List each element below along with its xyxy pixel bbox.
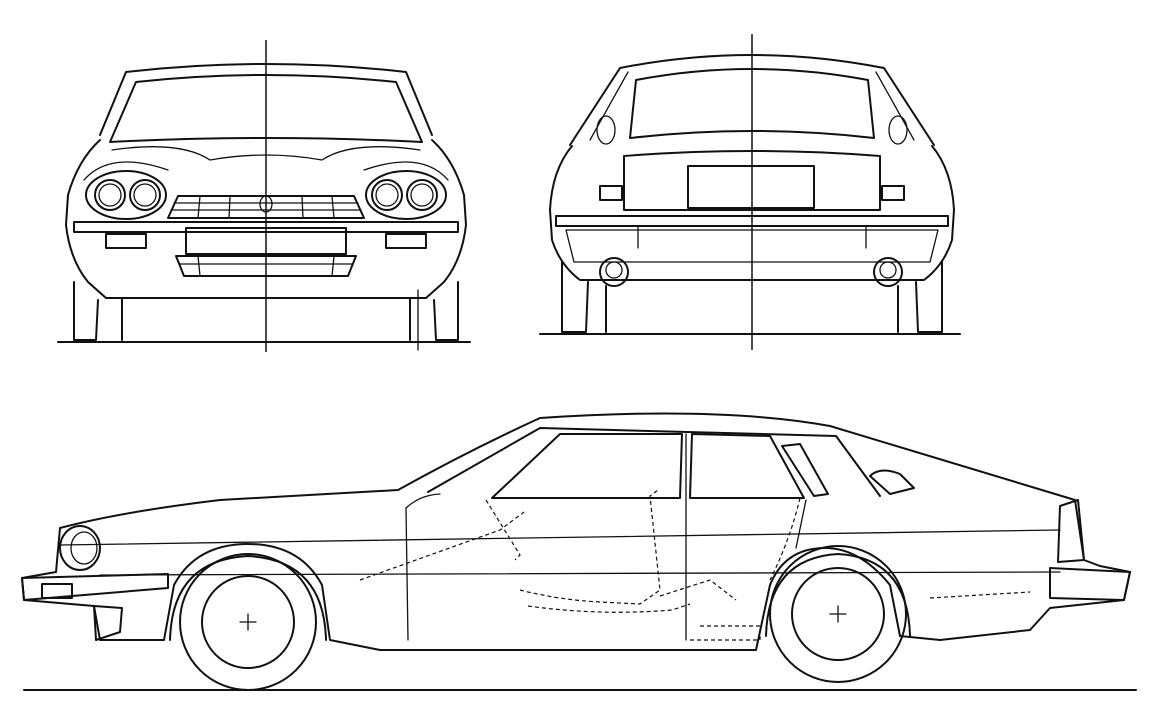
side-rear-light (1057, 499, 1085, 563)
rear-exhausts (599, 257, 903, 287)
side-body-outline (21, 412, 1131, 651)
front-fender-right (363, 161, 449, 181)
side-view (21, 412, 1137, 691)
rear-lamp-left (599, 185, 623, 201)
rear-buttress-right (875, 71, 915, 141)
side-rear-wheel (765, 545, 911, 683)
front-indicator-left (105, 233, 147, 249)
front-headlights-left (85, 170, 167, 220)
side-fuel-flap (869, 469, 915, 495)
front-hood-lines (111, 146, 421, 161)
front-indicator-right (385, 233, 427, 249)
rear-view (539, 34, 961, 350)
front-fender-left (83, 161, 169, 181)
rear-roof-outline (569, 54, 935, 146)
side-front-bumper (21, 573, 169, 601)
rear-side-window-left (596, 115, 616, 145)
front-view (57, 40, 471, 352)
front-lower-intake (175, 255, 357, 277)
side-greenhouse (427, 427, 881, 497)
rear-body-outline (549, 145, 955, 281)
rear-valance (565, 229, 939, 263)
rear-bumper (555, 215, 949, 227)
rear-lamp-right (881, 185, 905, 201)
front-roof-outline (99, 63, 433, 136)
front-body-outline (65, 139, 467, 299)
side-front-wheel (169, 553, 327, 691)
side-front-indicator (41, 583, 73, 599)
side-interior-dashed (359, 489, 1031, 641)
front-grille (167, 195, 365, 219)
side-door-rear (795, 499, 807, 549)
side-window-front (491, 433, 683, 499)
side-headlight (59, 525, 101, 571)
side-window-rear (689, 433, 805, 499)
rear-tires (561, 261, 943, 333)
front-license-plate (185, 227, 347, 255)
rear-trunk-lid (623, 150, 881, 211)
side-rear-bumper (1049, 567, 1131, 601)
side-front-spoiler (93, 605, 123, 641)
side-door-front (405, 493, 441, 641)
side-quarter-window (781, 443, 829, 497)
front-windshield (109, 74, 423, 143)
rear-license-plate (687, 165, 815, 209)
side-beltline (59, 529, 1061, 546)
side-sill-line (99, 571, 1061, 576)
rear-side-window-right (888, 115, 908, 145)
front-bumper (73, 221, 459, 233)
front-tires (73, 281, 459, 341)
front-headlights-right (365, 170, 447, 220)
rear-buttress-left (589, 71, 629, 141)
rear-window (629, 68, 875, 139)
